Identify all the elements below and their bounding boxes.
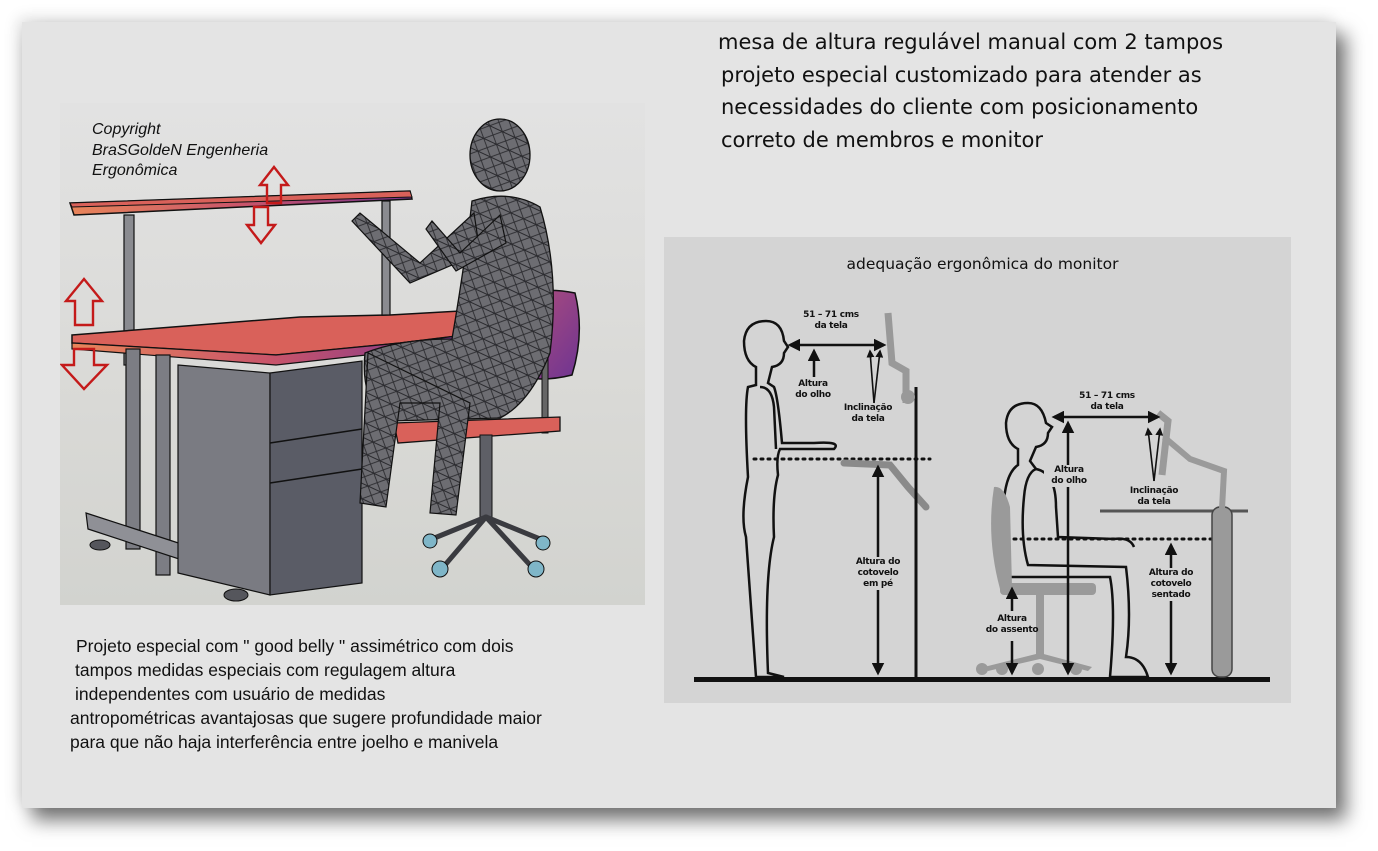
desk-render-image: Copyright BraSGoldeN Engenheria Ergonômi… [60,103,645,605]
label-line: cotovelo [1150,579,1192,589]
floor-line [694,677,1270,682]
headline-line: mesa de altura regulável manual com 2 ta… [718,30,1224,54]
description-line: independentes com usuário de medidas [75,684,386,704]
label-standing-screen-tilt: Inclinação da tela [838,403,898,425]
description-line: tampos medidas especiais com regulagem a… [75,660,456,680]
label-seated-eye-height: Altura do olho [1044,465,1094,487]
project-description: Projeto especial com " good belly " assi… [70,634,670,754]
headline-line: projeto especial customizado para atende… [721,62,1202,87]
label-line: sentado [1151,590,1191,600]
standing-human-outline [742,319,837,679]
label-line: Altura do [855,557,901,567]
label-line: Altura [1054,465,1084,475]
label-standing-distance: 51 – 71 cms da tela [796,310,866,332]
label-line: do olho [1051,476,1087,486]
label-line: Altura do [1148,568,1194,578]
up-down-arrow-icon-lower-top [60,277,110,391]
copyright-notice: Copyright BraSGoldeN Engenheria Ergonômi… [92,120,268,182]
description-line: Projeto especial com " good belly " assi… [76,636,514,656]
label-seated-elbow-height: Altura do cotovelo sentado [1140,568,1202,601]
label-standing-eye-height: Altura do olho [788,379,838,401]
label-line: Altura [997,614,1027,624]
up-down-arrow-icon-upper-top [244,165,291,245]
label-line: 51 – 71 cms [803,310,859,320]
ergonomics-line-art [694,312,1270,682]
seated-human-figure [351,118,554,516]
chair-outline [976,486,1096,675]
label-line: da tela [1137,497,1171,507]
desk-frame [85,348,249,602]
copyright-line: Ergonômica [92,162,178,179]
label-line: Inclinação [843,403,893,413]
headline-line: correto de membros e monitor [721,127,1043,152]
label-line: 51 – 71 cms [1079,391,1135,401]
headline-line: necessidades do cliente com posicionamen… [721,95,1199,119]
monitor-ergonomics-diagram: adequação ergonômica do monitor [664,237,1291,703]
description-line: para que não haja interferência entre jo… [70,732,499,752]
upper-desktop [68,190,413,366]
label-line: Inclinação [1129,486,1179,496]
label-standing-elbow-height: Altura do cotovelo em pé [848,557,908,590]
copyright-line: BraSGoldeN Engenheria [92,141,269,159]
headline-text: mesa de altura regulável manual com 2 ta… [718,26,1278,156]
label-line: da tela [814,321,848,331]
label-line: da tela [1090,402,1124,412]
label-line: em pé [863,579,893,589]
label-line: cotovelo [857,568,899,578]
label-line: da tela [851,414,885,424]
label-line: Altura [798,379,828,389]
label-line: do olho [795,390,831,400]
slide-page: mesa de altura regulável manual com 2 ta… [22,22,1336,808]
copyright-line: Copyright [92,121,161,138]
label-line: do assento [985,625,1039,635]
label-seated-seat-height: Altura do assento [980,614,1044,636]
desk-illustration [60,118,581,602]
description-line: antropométricas avantajosas que sugere p… [70,708,542,728]
label-seated-distance: 51 – 71 cms da tela [1072,391,1142,413]
diagram-title: adequação ergonômica do monitor [846,255,1119,273]
label-seated-screen-tilt: Inclinação da tela [1124,486,1184,508]
drawer-cabinet [177,360,363,596]
